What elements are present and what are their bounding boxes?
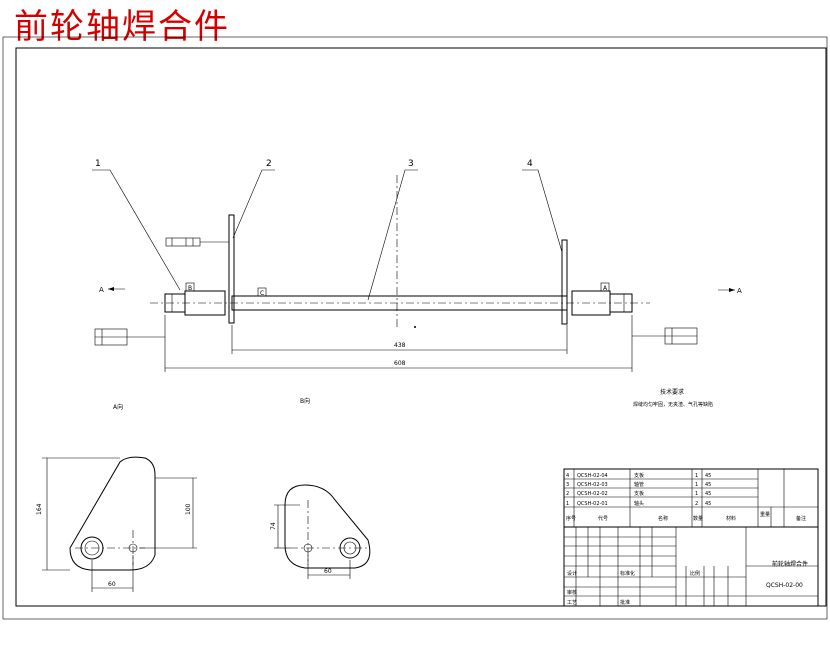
parts-header-mat: 材料 <box>726 515 736 522</box>
balloon-4: 4 <box>527 159 533 169</box>
dim-bracket-width: 60 <box>324 568 332 575</box>
parts-header-qty: 数量 <box>693 515 703 522</box>
datum-label-center: C <box>260 290 264 297</box>
dim-bracket-height: 74 <box>270 522 277 530</box>
part-row-2-qty: 1 <box>695 482 698 488</box>
parts-header-code: 代号 <box>598 515 608 522</box>
title-block-check: 审核 <box>567 589 577 596</box>
plate-view-left: 164 100 60 <box>36 456 197 592</box>
part-row-4-code: QCSH-02-01 <box>577 501 608 507</box>
drawing-title: 前轮轴焊合件 <box>14 7 230 47</box>
part-row-2-name: 轴管 <box>634 481 644 488</box>
leader-4 <box>522 169 563 253</box>
part-row-3-qty: 1 <box>695 491 698 497</box>
part-row-1-name: 支板 <box>634 472 644 479</box>
part-row-2-mat: 45 <box>705 482 711 488</box>
datum-box-center <box>257 287 267 297</box>
inner-frame <box>15 47 827 607</box>
tech-text: 焊缝均匀牢固，无夹渣、气孔等缺陷 <box>633 401 713 408</box>
right-support-plate <box>561 239 568 325</box>
title-block-approve: 批准 <box>620 599 630 606</box>
title-block-design: 设计 <box>567 570 577 577</box>
parts-header-name: 名称 <box>658 515 668 522</box>
part-row-3-name: 支板 <box>634 490 644 497</box>
title-block-std: 标准化 <box>620 570 635 577</box>
dim-overall-span: 608 <box>394 360 406 367</box>
view-label-left: A向 <box>113 403 123 411</box>
part-row-1-code: QCSH-02-04 <box>577 473 608 479</box>
center-dot <box>414 326 416 328</box>
title-block-process: 工艺 <box>567 600 577 606</box>
title-block-name: 前轮轴焊合件 <box>772 560 808 568</box>
view-label-mid: B向 <box>300 397 310 405</box>
title-block-scale: 比例 <box>690 570 700 577</box>
tolerance-frame-left <box>94 328 165 346</box>
datum-label-right: A <box>603 285 608 292</box>
leader-2 <box>232 169 275 239</box>
right-journal-inner <box>571 290 611 316</box>
tolerance-frame-top <box>165 237 229 247</box>
datum-label-left: B <box>188 285 192 292</box>
part-row-3-no: 2 <box>566 491 569 497</box>
tech-title: 技术要求 <box>660 388 684 396</box>
title-block-code: QCSH-02-00 <box>766 582 803 589</box>
left-journal-inner <box>184 290 226 316</box>
part-row-1-no: 4 <box>566 473 569 479</box>
part-row-4-qty: 2 <box>695 501 698 507</box>
part-row-4-name: 轴头 <box>634 500 644 507</box>
balloon-1: 1 <box>95 159 101 169</box>
dim-plate-side: 60 <box>108 581 116 588</box>
outer-frame <box>2 36 828 620</box>
part-row-3-mat: 45 <box>705 491 711 497</box>
parts-header-note: 备注 <box>796 515 806 522</box>
section-label-right: A <box>737 287 742 295</box>
datum-box-right <box>600 282 610 292</box>
dim-plate-width: 100 <box>185 503 192 515</box>
dim-inner-span: 438 <box>394 342 406 349</box>
section-label-left: A <box>99 286 104 294</box>
left-support-plate <box>228 214 235 324</box>
leader-3 <box>367 169 418 301</box>
part-row-4-mat: 45 <box>705 501 711 507</box>
balloon-3: 3 <box>408 159 414 169</box>
title-block: 前轮轴焊合件 QCSH-02-00 比例 设计 标准化 审核 工艺 批准 <box>563 526 819 607</box>
part-row-4-no: 1 <box>566 501 569 507</box>
parts-header-weight: 重量 <box>760 511 770 518</box>
part-row-1-mat: 45 <box>705 473 711 479</box>
parts-header-no: 序号 <box>566 515 576 522</box>
part-row-2-code: QCSH-02-03 <box>577 482 608 488</box>
axle-assembly: 1 2 3 4 A A B A C <box>92 159 742 372</box>
part-row-3-code: QCSH-02-02 <box>577 491 608 497</box>
parts-list: 4 QCSH-02-04 支板 1 45 3 QCSH-02-03 轴管 1 4… <box>563 468 819 528</box>
datum-box-left <box>185 282 195 292</box>
dim-plate-height: 164 <box>36 503 43 515</box>
part-row-2-no: 3 <box>566 482 569 488</box>
leader-1 <box>92 169 181 291</box>
plate-view-right: 74 60 <box>270 484 371 579</box>
part-row-1-qty: 1 <box>695 473 698 479</box>
balloon-2: 2 <box>266 159 272 169</box>
tolerance-frame-right <box>632 327 698 345</box>
